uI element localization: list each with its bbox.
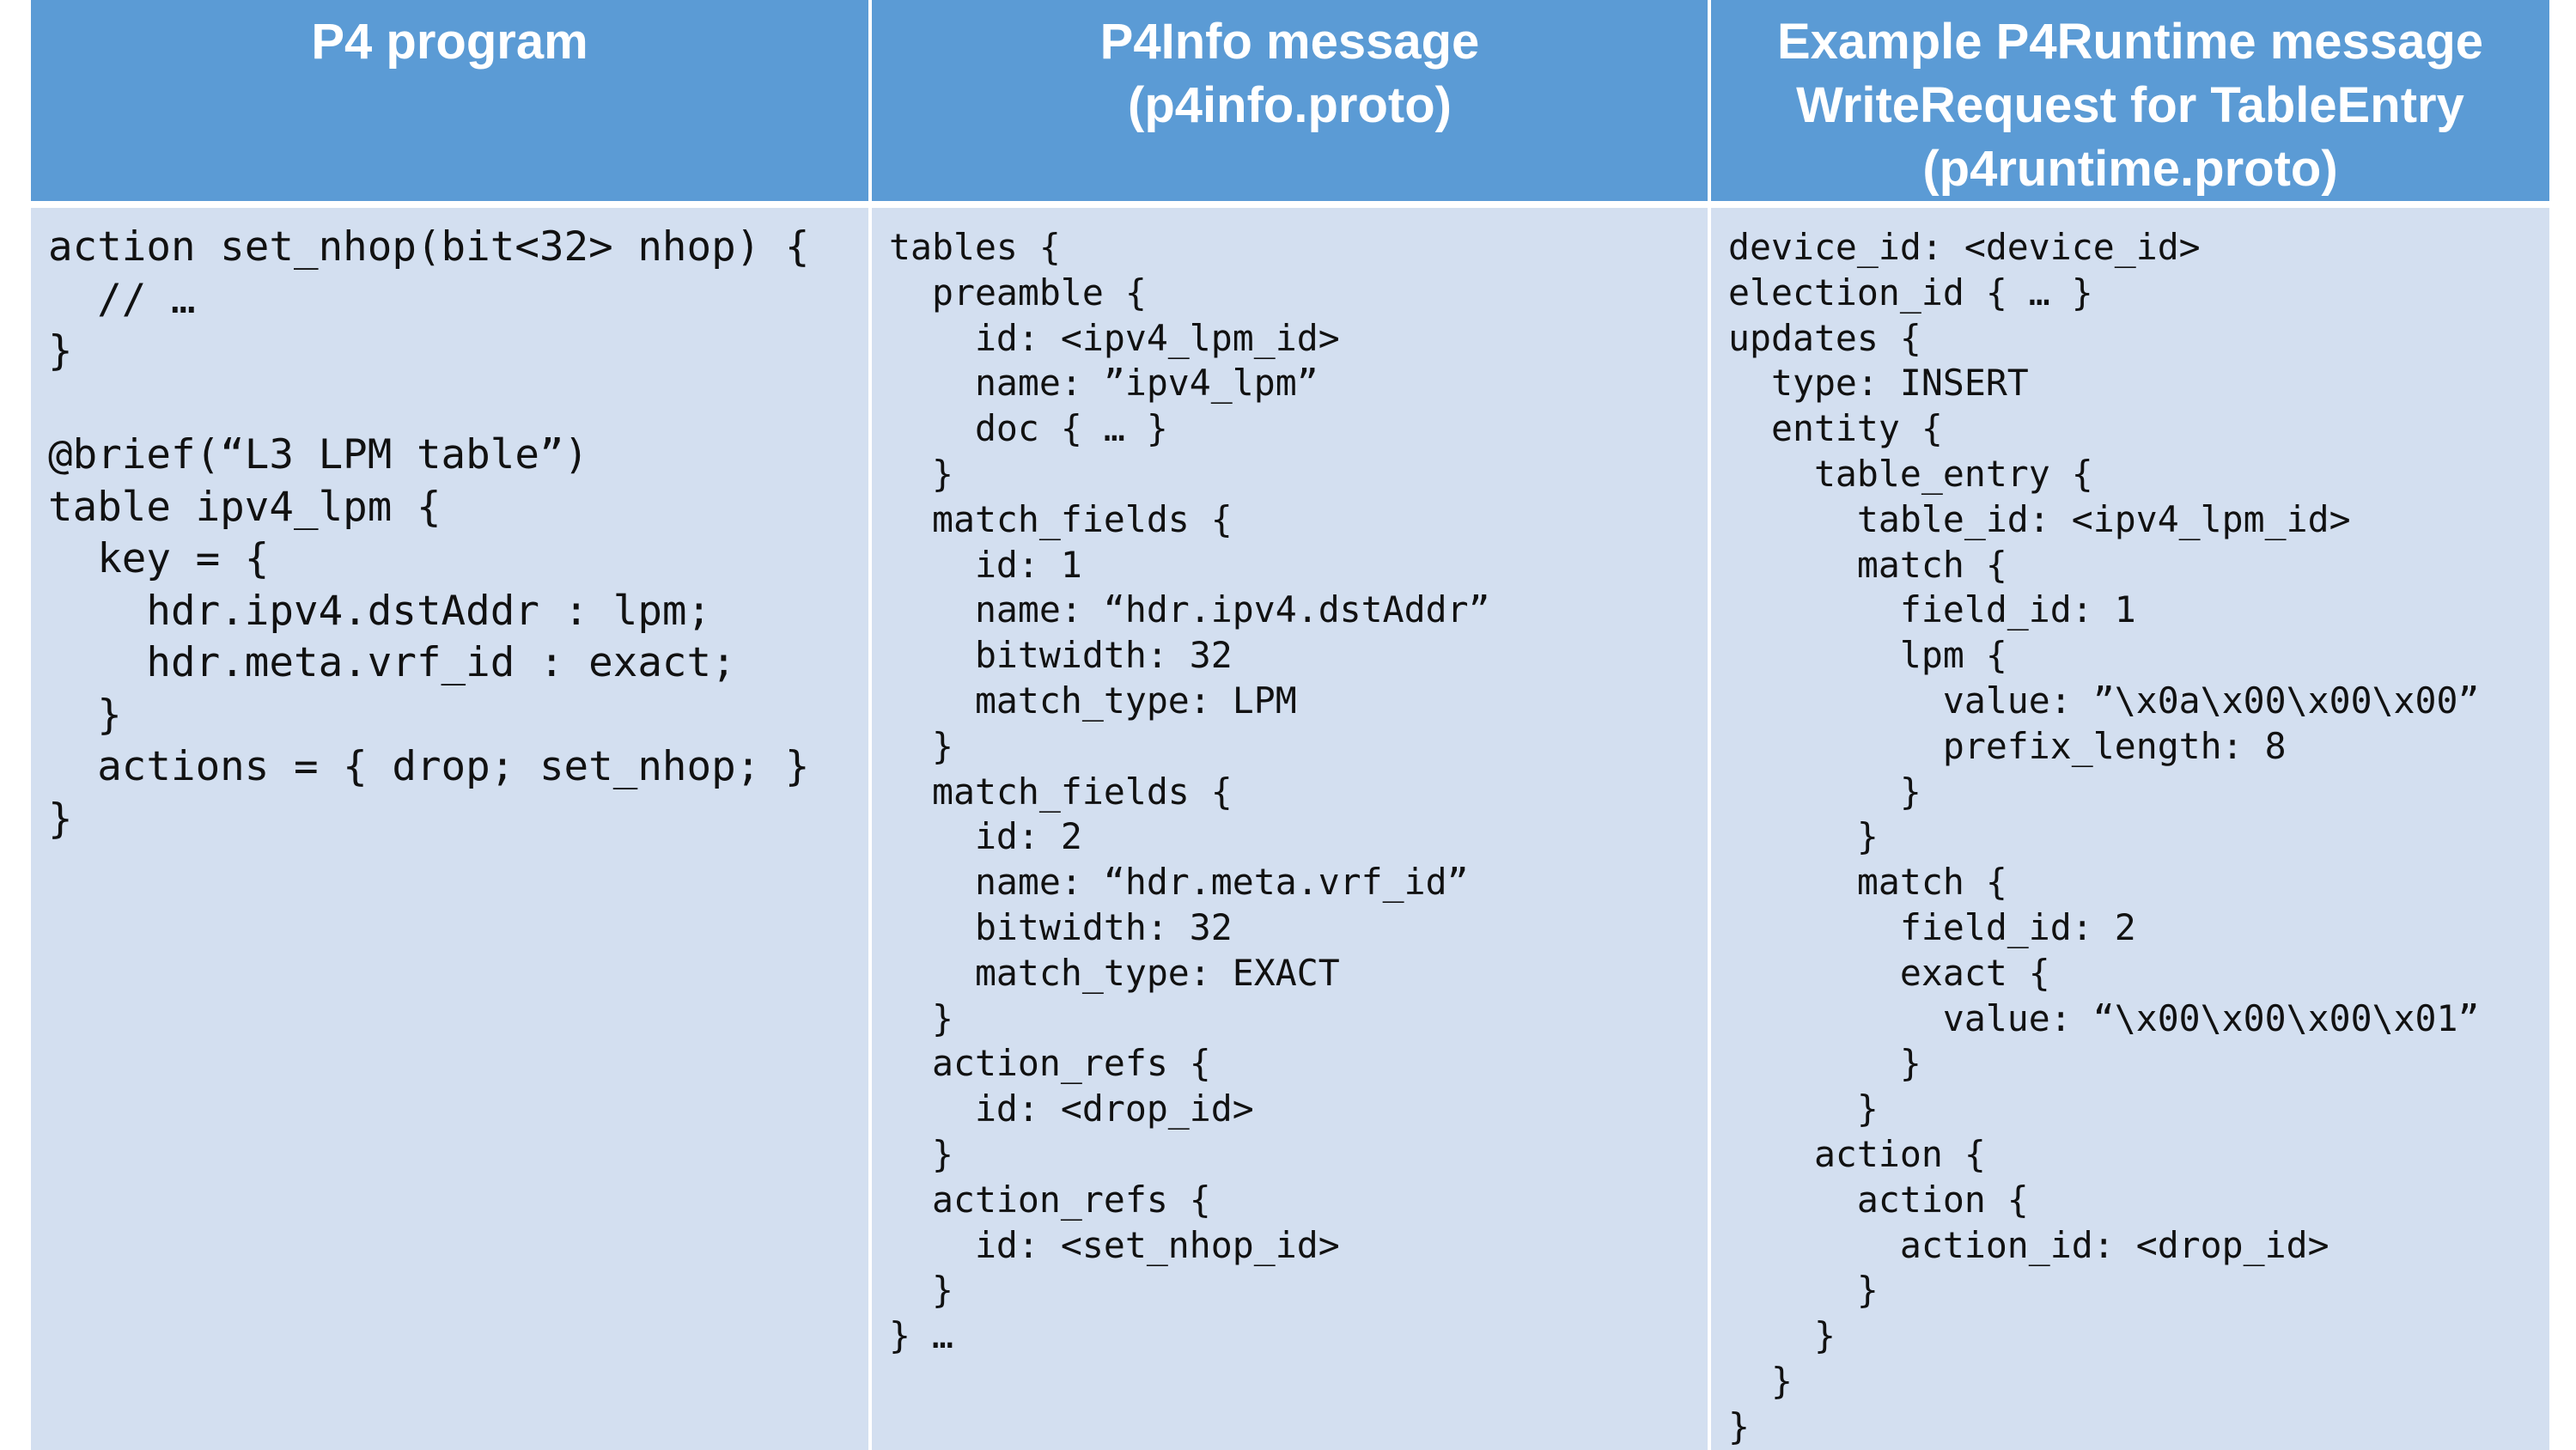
header-p4-program: P4 program xyxy=(31,0,872,208)
comparison-table-container: P4 program P4Info message (p4info.proto)… xyxy=(31,0,2549,1450)
p4runtime-code: device_id: <device_id> election_id { … }… xyxy=(1728,226,2480,1447)
header-p4runtime-message: Example P4Runtime message WriteRequest f… xyxy=(1709,0,2549,208)
p4-program-cell: action set_nhop(bit<32> nhop) { // … } @… xyxy=(31,204,872,1450)
p4info-code: tables { preamble { id: <ipv4_lpm_id> na… xyxy=(889,226,1490,1357)
header-row: P4 program P4Info message (p4info.proto)… xyxy=(31,0,2549,208)
p4-comparison-table: P4 program P4Info message (p4info.proto)… xyxy=(31,0,2549,1450)
code-row: action set_nhop(bit<32> nhop) { // … } @… xyxy=(31,204,2549,1450)
p4info-cell: tables { preamble { id: <ipv4_lpm_id> na… xyxy=(870,204,1711,1450)
header-p4info-message: P4Info message (p4info.proto) xyxy=(870,0,1711,208)
p4runtime-cell: device_id: <device_id> election_id { … }… xyxy=(1709,204,2549,1450)
p4-program-code: action set_nhop(bit<32> nhop) { // … } @… xyxy=(48,223,810,843)
